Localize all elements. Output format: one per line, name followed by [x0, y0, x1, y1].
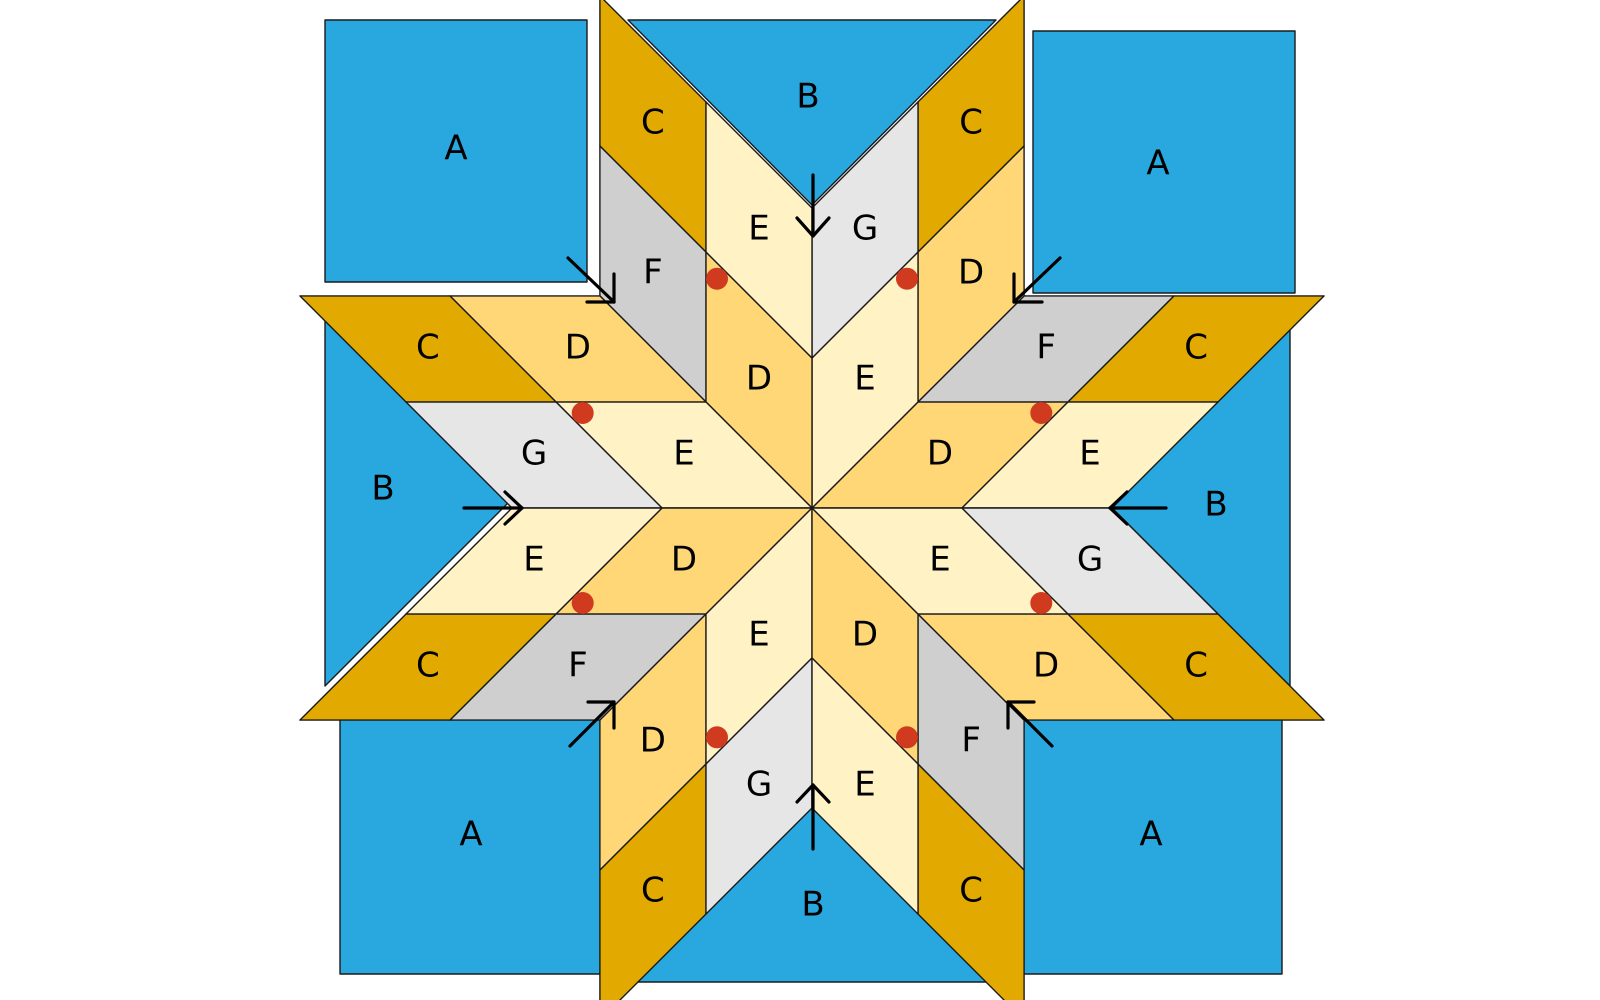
arrow-bottom-right-diagonal — [1006, 700, 1054, 748]
side-triangle-top — [627, 19, 997, 206]
label-e-2: E — [748, 209, 769, 249]
set-in-dots — [571, 267, 1053, 749]
eight-point-star — [299, 0, 1325, 1000]
arrow-left-right — [462, 490, 524, 526]
set-in-dot-6 — [896, 726, 918, 749]
block-labels: A A A A B B B B — [371, 77, 1227, 925]
star-piece-c-3 — [299, 295, 557, 403]
arrow-top-down — [795, 173, 831, 238]
star-piece-c-2 — [599, 0, 707, 253]
star-piece-c-5 — [599, 763, 707, 1000]
label-d-1: D — [958, 252, 984, 292]
label-c-0: C — [1184, 327, 1208, 367]
label-c-3: C — [416, 327, 440, 367]
label-c-7: C — [1184, 646, 1208, 686]
label-a-top-left: A — [444, 129, 467, 169]
label-d-0: D — [927, 434, 953, 474]
label-e-5: E — [748, 615, 769, 655]
corner-squares — [324, 19, 1296, 975]
label-e-4: E — [523, 540, 544, 580]
label-d-3: D — [565, 327, 591, 367]
set-in-dot-1 — [896, 267, 918, 290]
arrow-bottom-up — [795, 783, 831, 851]
label-c-5: C — [641, 871, 665, 911]
label-e-0: E — [1079, 434, 1100, 474]
set-in-dot-7 — [1030, 592, 1053, 614]
label-b-right: B — [1204, 485, 1227, 525]
set-in-dot-2 — [706, 267, 728, 290]
corner-square-top-right — [1032, 30, 1296, 294]
label-d-4: D — [671, 540, 697, 580]
label-d-7: D — [1033, 646, 1059, 686]
label-g-7: G — [1077, 540, 1103, 580]
label-e-6: E — [854, 765, 875, 805]
label-e-7: E — [929, 540, 950, 580]
label-a-bottom-right: A — [1139, 815, 1162, 855]
set-in-dot-5 — [706, 726, 728, 749]
label-a-top-right: A — [1146, 144, 1169, 184]
star-piece-c-6 — [917, 763, 1025, 1000]
label-d-2: D — [746, 359, 772, 399]
label-f-6: F — [961, 721, 981, 761]
label-f-2: F — [643, 252, 663, 292]
set-in-dot-0 — [1030, 402, 1053, 424]
label-e-1: E — [854, 359, 875, 399]
label-g-1: G — [852, 209, 878, 249]
side-triangles — [324, 19, 1291, 983]
arrow-top-left-diagonal — [566, 256, 616, 304]
label-c-4: C — [416, 646, 440, 686]
star-piece-c-7 — [1067, 613, 1325, 721]
arrow-top-right-diagonal — [1012, 256, 1062, 304]
label-a-bottom-left: A — [459, 815, 482, 855]
label-f-4: F — [568, 646, 588, 686]
label-c-6: C — [959, 871, 983, 911]
label-b-bottom: B — [801, 885, 824, 925]
label-b-left: B — [371, 469, 394, 509]
arrow-right-left — [1108, 490, 1168, 526]
arrow-bottom-left-diagonal — [568, 700, 616, 748]
label-d-6: D — [852, 615, 878, 655]
label-f-0: F — [1036, 327, 1056, 367]
star-piece-c-1 — [917, 0, 1025, 253]
set-in-dot-3 — [571, 402, 594, 424]
star-piece-c-0 — [1067, 295, 1325, 403]
label-c-2: C — [641, 102, 665, 142]
label-c-1: C — [959, 102, 983, 142]
star-piece-labels: D E F C E D G C D E F C E D G C D E F C E D G C D E F C E D G C — [416, 102, 1208, 910]
label-g-3: G — [521, 434, 547, 474]
label-d-5: D — [640, 721, 666, 761]
star-piece-c-4 — [299, 613, 557, 721]
set-in-dot-4 — [571, 592, 594, 614]
corner-square-top-left — [324, 19, 588, 283]
label-e-3: E — [673, 434, 694, 474]
set-in-arrows — [462, 173, 1168, 851]
label-b-top: B — [796, 77, 819, 117]
label-g-5: G — [746, 765, 772, 805]
